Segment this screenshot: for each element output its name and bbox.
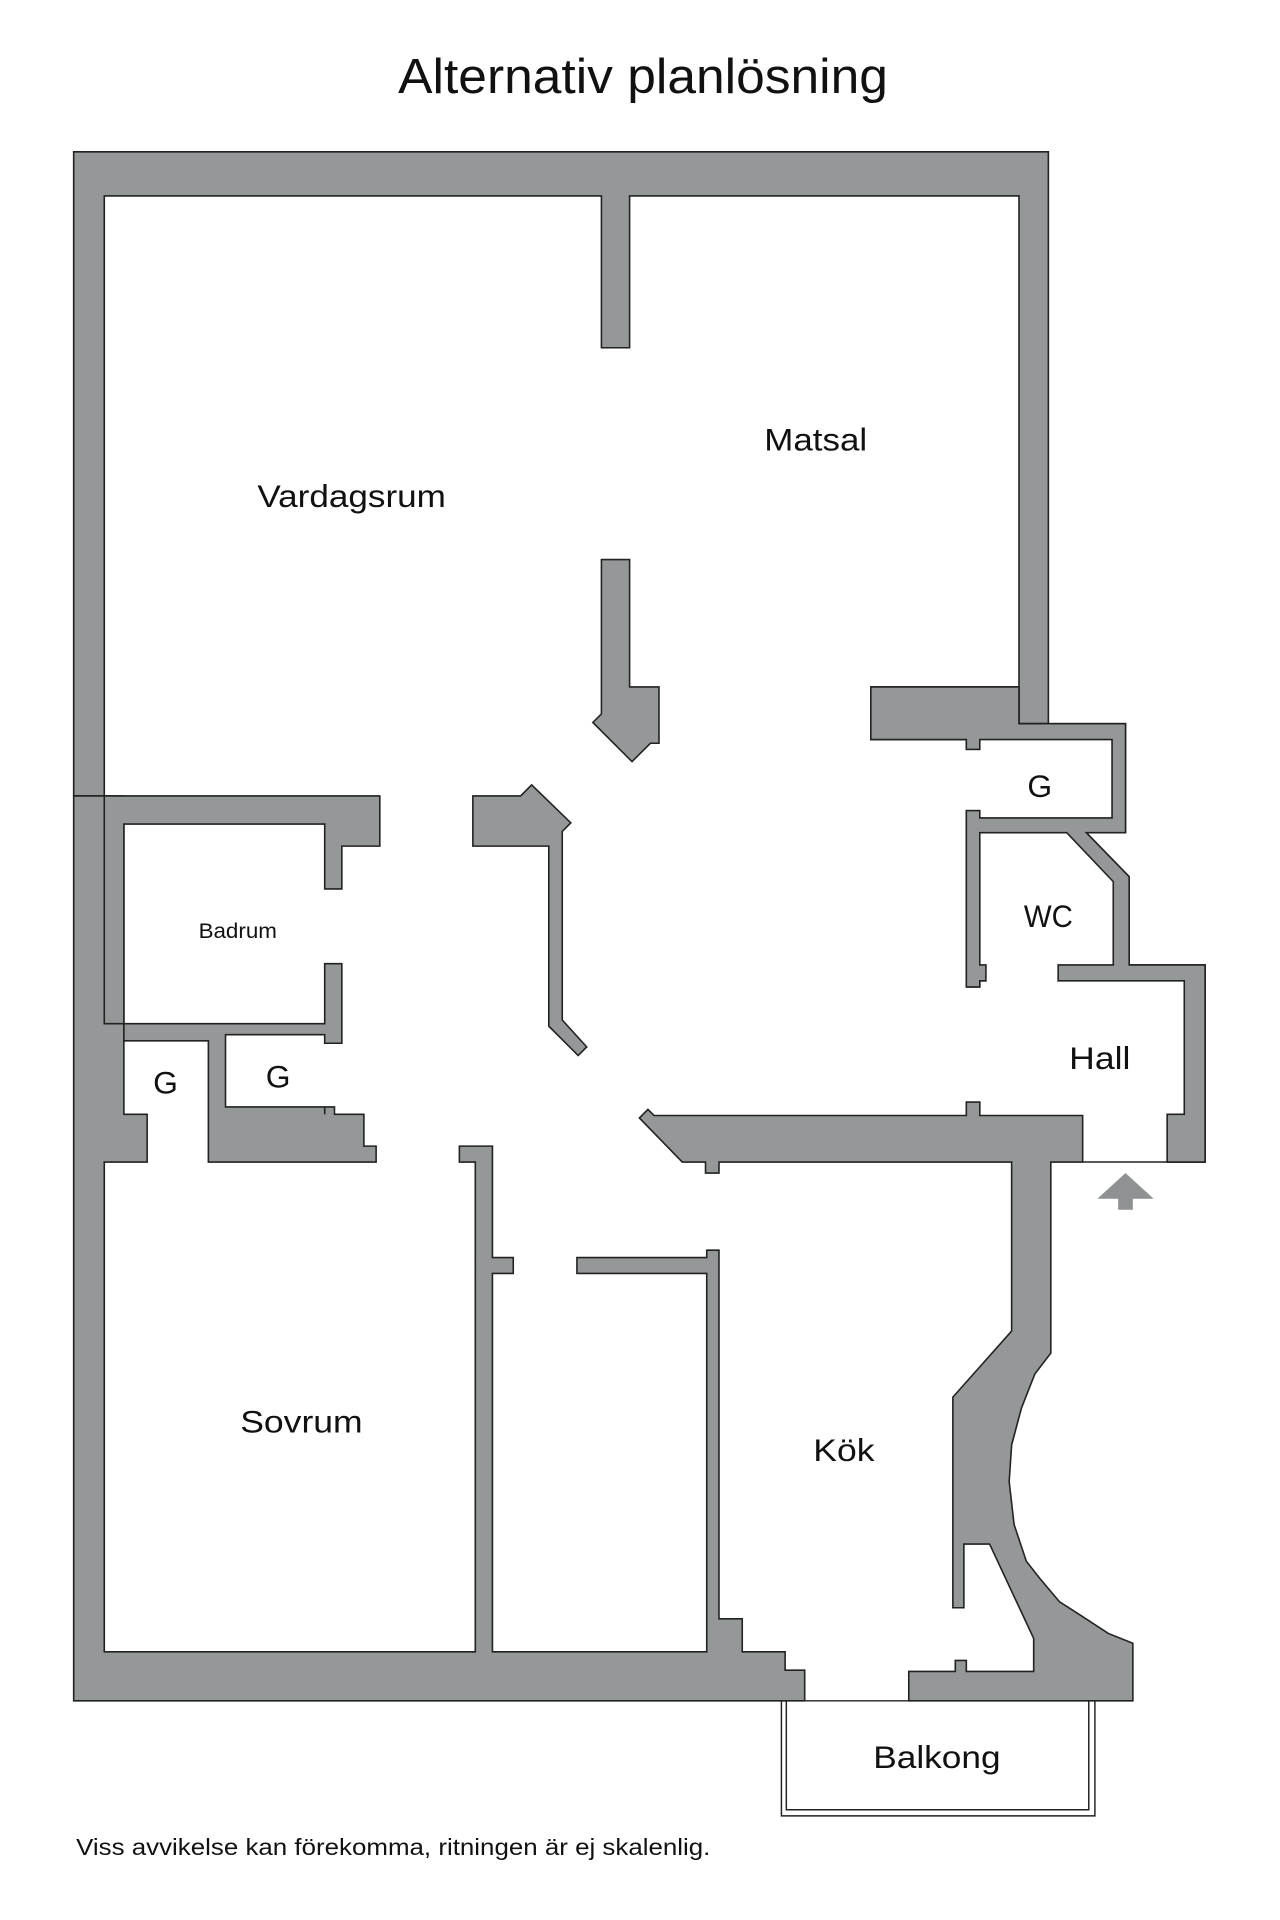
balcony[interactable] <box>780 1700 1096 1817</box>
balcony-inner-rail <box>785 1700 1090 1811</box>
hall-floor <box>1058 980 1185 1115</box>
plan-title: Alternativ planlösning <box>398 50 888 104</box>
room-label-wc: WC <box>1024 898 1073 934</box>
entry-arrow-icon <box>1097 1173 1154 1210</box>
room-label-vardagsrum: Vardagsrum <box>257 478 446 514</box>
kitchen-top-wall <box>638 1101 1134 1702</box>
room-label-kok: Kök <box>813 1432 874 1468</box>
room-label-matsal: Matsal <box>764 422 867 458</box>
bath-top-wall <box>103 795 381 1163</box>
room-label-sovrum: Sovrum <box>240 1404 362 1440</box>
room-label-badrum: Badrum <box>199 920 277 943</box>
hall-entry-floor <box>1082 1114 1168 1163</box>
matsal-divider <box>591 558 660 763</box>
wc-floor <box>979 832 1114 981</box>
center-partition-left <box>472 783 588 1057</box>
room-label-g-hall: G <box>1027 768 1052 804</box>
room-label-hall: Hall <box>1069 1040 1130 1076</box>
room-label-g-middle: G <box>266 1058 291 1094</box>
room-label-balkong: Balkong <box>873 1739 1000 1775</box>
room-label-g-left: G <box>153 1064 178 1100</box>
room-labels: Vardagsrum Matsal Badrum G WC Hall G G S… <box>153 422 1130 1776</box>
hall-walls <box>870 686 1206 1163</box>
balcony-outer-rail <box>780 1700 1096 1817</box>
g-closet-floor <box>979 739 1113 818</box>
disclaimer-footnote: Viss avvikelse kan förekomma, ritningen … <box>76 1834 710 1860</box>
